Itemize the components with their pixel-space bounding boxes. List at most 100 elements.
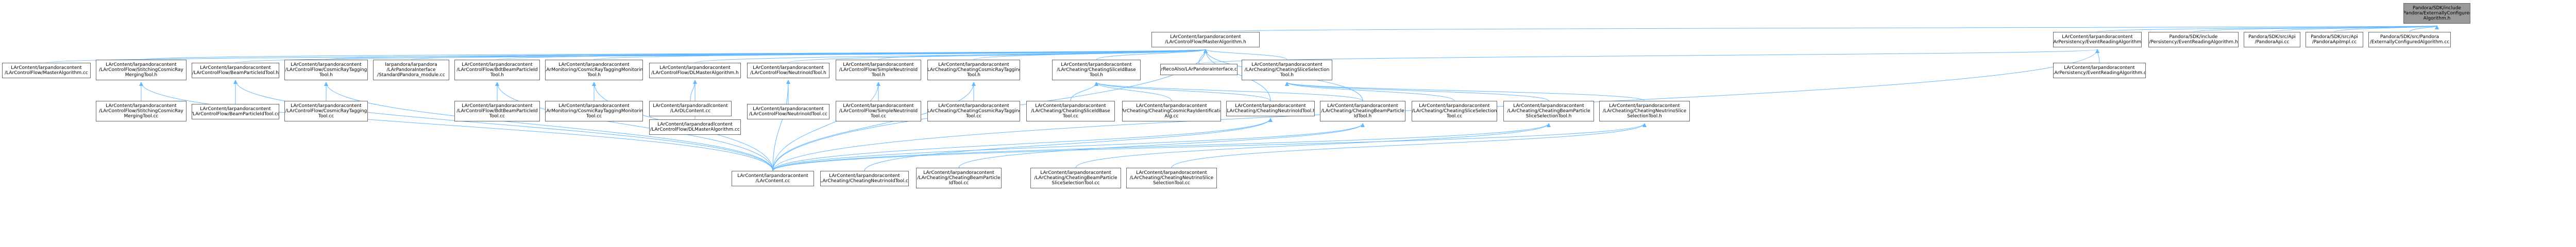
- edge-cheat_nus_cc-to-cheat_nus_h: [1171, 123, 1647, 168]
- graph-node-cheat-bps-cc[interactable]: LArContent/larpandoracontent/LArCheating…: [1030, 168, 1121, 188]
- node-label-line: /Persistency/EventReadingAlgorithm.h: [2149, 40, 2238, 45]
- node-label-line: /LArControlFlow/SimpleNeutrinoId: [839, 109, 918, 114]
- graph-node-beam-h[interactable]: LArContent/larpandoracontent/LArControlF…: [192, 63, 279, 78]
- graph-node-dlm-cc[interactable]: LArContent/larpandoradlcontent/LArContro…: [649, 119, 741, 135]
- graph-node-cheat-cr-h[interactable]: LArContent/larpandoracontent/LArCheating…: [927, 60, 1020, 80]
- node-label-line: Tool.cc: [1446, 114, 1463, 119]
- graph-node-nu-cc[interactable]: LArContent/larpandoracontent/LArControlF…: [747, 104, 829, 119]
- graph-node-lar-iface[interactable]: LArRecoAlso/LArPandoraInterface.cxx: [1160, 64, 1238, 75]
- graph-node-nu-h[interactable]: LArContent/larpandoracontent/LArControlF…: [747, 63, 829, 78]
- node-label-line: LArContent/larpandoracontent: [558, 103, 630, 109]
- edge-larcontent-to-beam_h: [233, 80, 773, 171]
- graph-node-beam-cc[interactable]: LArContent/larpandoracontent/LArControlF…: [192, 104, 279, 119]
- graph-node-simple-cc[interactable]: LArContent/larpandoracontent/LArControlF…: [836, 101, 921, 121]
- node-label-line: LArContent/larpandoracontent: [843, 62, 914, 67]
- graph-node-cosmic-h[interactable]: LArContent/larpandoracontent/LArControlF…: [284, 60, 368, 80]
- edge-api_api-to-root: [2334, 25, 2439, 32]
- graph-node-cheat-nus-h[interactable]: LArContent/larpandoracontent/LArCheating…: [1599, 101, 1690, 121]
- edge-cheat_bp_cc-to-cheat_bp_h: [958, 123, 1365, 168]
- graph-node-cheat-sb-h[interactable]: LArContent/larpandoracontent/LArCheating…: [1052, 60, 1141, 80]
- node-label-line: Pandora/SDK/include: [2169, 34, 2218, 40]
- graph-node-bdt-h[interactable]: LArContent/larpandoracontent/LArControlF…: [454, 60, 540, 80]
- node-label-line: LArContent/larpandoracontent: [737, 173, 808, 179]
- node-label-line: LArContent/larpandoracontent: [753, 65, 824, 70]
- graph-node-cfma-cc[interactable]: LArContent/larpandoracontent/LArControlF…: [2, 63, 91, 78]
- node-label-line: Pandora/SDK/src/Pandora: [2380, 34, 2439, 40]
- node-label-line: /LArControlFlow/BdtBeamParticleId: [456, 109, 538, 114]
- edge-cheat_bps_cc-to-cheat_bps_h: [1075, 123, 1551, 168]
- node-label-line: Tool.h: [587, 73, 601, 78]
- graph-node-cosmic-cc[interactable]: LArContent/larpandoracontent/LArControlF…: [284, 101, 368, 121]
- node-label-line: /Pandora/ExternallyConfigured: [2403, 11, 2470, 16]
- node-label-line: LArContent/larpandoracontent: [938, 103, 1009, 109]
- graph-node-cheat-bps-h[interactable]: LArContent/larpandoracontent/LArCheating…: [1503, 101, 1594, 121]
- graph-node-cheat-nus-cc[interactable]: LArContent/larpandoracontent/LArCheating…: [1126, 168, 1217, 188]
- node-label-line: LArContent/larpandoracontent: [659, 65, 731, 70]
- node-label-line: Tool.cc: [1062, 114, 1079, 119]
- node-label-line: /LArControlFlow/SimpleNeutrinoId: [839, 67, 918, 73]
- graph-node-root[interactable]: Pandora/SDK/include/Pandora/ExternallyCo…: [2403, 3, 2470, 24]
- node-label-line: /LArControlFlow/NeutrinoIdTool.h: [750, 70, 826, 76]
- node-label-line: LArContent/larpandoracontent: [558, 62, 630, 67]
- graph-node-cheat-ss-cc[interactable]: LArContent/larpandoracontent/LArCheating…: [1412, 101, 1497, 121]
- graph-node-cheat-nu-cc[interactable]: LArContent/larpandoracontent/LArCheating…: [820, 171, 909, 186]
- node-label-line: /LArCheating/CheatingCosmicRayTagging: [927, 67, 1020, 73]
- node-label-line: /LArControlFlow/NeutrinoIdTool.cc: [749, 112, 827, 117]
- graph-node-cheat-nu-h[interactable]: LArContent/larpandoracontent/LArCheating…: [1226, 101, 1315, 116]
- node-label-line: SliceSelectionTool.cc: [1052, 181, 1100, 186]
- edge-lar_iface-to-cfma_h: [1198, 49, 1208, 64]
- node-label-line: LArContent/larpandoracontent: [1035, 103, 1106, 109]
- graph-node-bdt-cc[interactable]: LArContent/larpandoracontent/LArControlF…: [454, 101, 540, 121]
- node-label-line: /PandoraApiImpl.cc: [2312, 40, 2357, 45]
- node-label-line: /LArCheating/CheatingSliceIdBase: [1057, 67, 1136, 73]
- node-label-line: LArContent/larpandoracontent: [1419, 103, 1490, 109]
- node-label-line: /LArControlFlow/StitchingCosmicRay: [99, 67, 183, 73]
- node-label-line: LArContent/larpandoradlcontent: [657, 122, 733, 127]
- node-label-line: LArContent/larpandoracontent: [291, 103, 362, 109]
- graph-node-cfma-h[interactable]: LArContent/larpandoracontent/LArControlF…: [1151, 32, 1260, 47]
- graph-node-dl-content[interactable]: LArContent/larpandoradlcontent/LArDLCont…: [649, 101, 732, 116]
- graph-node-sdk-er[interactable]: Pandora/SDK/include/Persistency/EventRea…: [2148, 32, 2239, 47]
- graph-node-cheat-sb-cc[interactable]: LArContent/larpandoracontent/LArCheating…: [1026, 101, 1115, 121]
- graph-node-api-api[interactable]: Pandora/SDK/src/Api/PandoraApiImpl.cc: [2306, 32, 2363, 47]
- graph-node-mon-h[interactable]: LArContent/larpandoracontent/LArMonitori…: [545, 60, 643, 80]
- graph-node-larcontent[interactable]: LArContent/larpandoracontent/LArContent.…: [732, 171, 814, 186]
- node-label-line: LArRecoAlso/LArPandoraInterface.cxx: [1161, 67, 1238, 72]
- edge-larcontent-to-cheat_nu_h: [772, 118, 1273, 171]
- graph-node-cheat-ss-h[interactable]: LArContent/larpandoracontent/LArCheating…: [1242, 60, 1332, 80]
- graph-node-cheat-crid[interactable]: LArContent/larpandoracontent/LArCheating…: [1122, 101, 1221, 121]
- node-label-line: Pandora/SDK/include: [2413, 6, 2461, 11]
- graph-node-cheat-bp-cc[interactable]: LArContent/larpandoracontent/LArCheating…: [916, 168, 1002, 188]
- node-label-line: /LArCheating/CheatingNeutrinoSlice: [1602, 109, 1687, 114]
- graph-node-pers-cc[interactable]: LArContent/larpandoracontent/LArPersiste…: [2053, 63, 2146, 78]
- node-label-line: /LArControlFlow/StitchingCosmicRay: [99, 109, 183, 114]
- node-label-line: /LArCheating/CheatingBeamParticle: [1507, 109, 1590, 114]
- node-label-line: /LArCheating/CheatingCosmicRayIdentifica…: [1122, 109, 1221, 114]
- node-label-line: /LArControlFlow/DLMasterAlgorithm.cc: [650, 127, 740, 132]
- graph-node-stitch-cc[interactable]: LArContent/larpandoracontent/LArControlF…: [96, 101, 187, 121]
- node-label-line: LArContent/larpandoracontent: [462, 62, 533, 67]
- graph-node-pers-h[interactable]: LArContent/larpandoracontent/LArPersiste…: [2053, 32, 2142, 47]
- node-label-line: LArContent/larpandoracontent: [829, 173, 900, 179]
- graph-node-ext-cc[interactable]: Pandora/SDK/src/Pandora/ExternallyConfig…: [2368, 32, 2451, 47]
- graph-node-stitch-h[interactable]: LArContent/larpandoracontent/LArControlF…: [96, 60, 187, 80]
- graph-node-mon-cc[interactable]: LArContent/larpandoracontent/LArMonitori…: [545, 101, 643, 121]
- node-label-line: /LArCheating/CheatingBeamParticle: [1321, 109, 1404, 114]
- graph-node-cheat-cr-cc[interactable]: LArContent/larpandoracontent/LArCheating…: [927, 101, 1020, 121]
- node-label-line: Tool.h: [490, 73, 504, 78]
- edge-larcontent-to-cheat_nus_h: [772, 123, 1647, 171]
- node-label-line: Tool.h: [967, 73, 981, 78]
- graph-node-std-mod[interactable]: larpandora/larpandora/LArPandoraInterfac…: [373, 60, 449, 80]
- node-label-line: LArContent/larpandoracontent: [11, 65, 82, 70]
- graph-node-dlm-h[interactable]: LArContent/larpandoracontent/LArControlF…: [649, 63, 741, 78]
- edge-larcontent-to-cheat_bp_h: [772, 123, 1365, 171]
- graph-node-simple-h[interactable]: LArContent/larpandoracontent/LArControlF…: [836, 60, 921, 80]
- node-label-line: IdTool.h: [1353, 114, 1372, 119]
- graph-node-api-cc[interactable]: Pandora/SDK/src/Api/PandoraApi.cc: [2244, 32, 2300, 47]
- edge-cheat_ss_h-to-cfma_h: [1204, 49, 1287, 60]
- graph-node-cheat-bp-h[interactable]: LArContent/larpandoracontent/LArCheating…: [1320, 101, 1405, 121]
- node-label-line: /LArCheating/CheatingNeutrinoIdTool.h: [1226, 109, 1315, 114]
- node-label-line: /LArContent.cc: [755, 179, 790, 184]
- node-label-line: LArContent/larpandoracontent: [753, 107, 824, 112]
- node-label-line: LArContent/larpandoracontent: [1251, 62, 1323, 67]
